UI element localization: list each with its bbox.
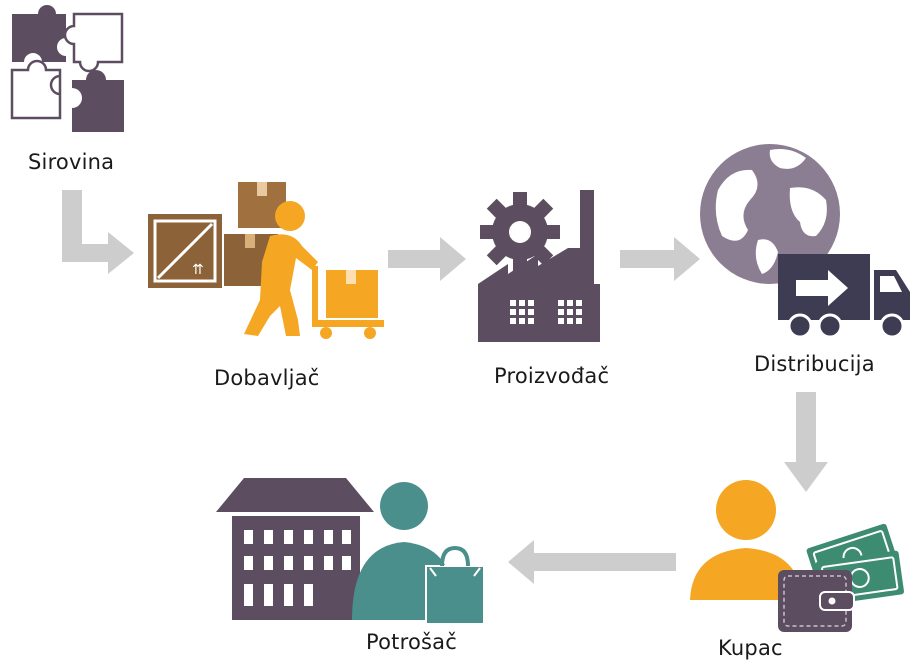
puzzle-icon (10, 5, 124, 132)
svg-text:⇈: ⇈ (192, 262, 204, 278)
arrow-distribution-to-customer (784, 392, 828, 492)
label-consumer: Potrošač (366, 630, 457, 654)
label-customer: Kupac (718, 636, 783, 660)
store-icon (216, 478, 374, 620)
consumer-bag-icon (352, 482, 485, 625)
globe-icon (700, 144, 840, 284)
arrow-supplier-to-manufacturer (388, 237, 466, 281)
boxes-worker-icon: ⇈ (148, 182, 384, 339)
factory-icon (478, 190, 600, 342)
customer-wallet-icon (690, 480, 904, 632)
arrow-customer-to-consumer (508, 540, 676, 584)
label-manufacturer: Proizvođač (494, 364, 610, 388)
arrow-raw-to-supplier (62, 190, 134, 274)
truck-icon (778, 254, 910, 339)
label-supplier: Dobavljač (214, 366, 320, 390)
arrow-manufacturer-to-distribution (620, 237, 700, 281)
label-raw-material: Sirovina (28, 150, 115, 174)
label-distribution: Distribucija (754, 352, 875, 376)
